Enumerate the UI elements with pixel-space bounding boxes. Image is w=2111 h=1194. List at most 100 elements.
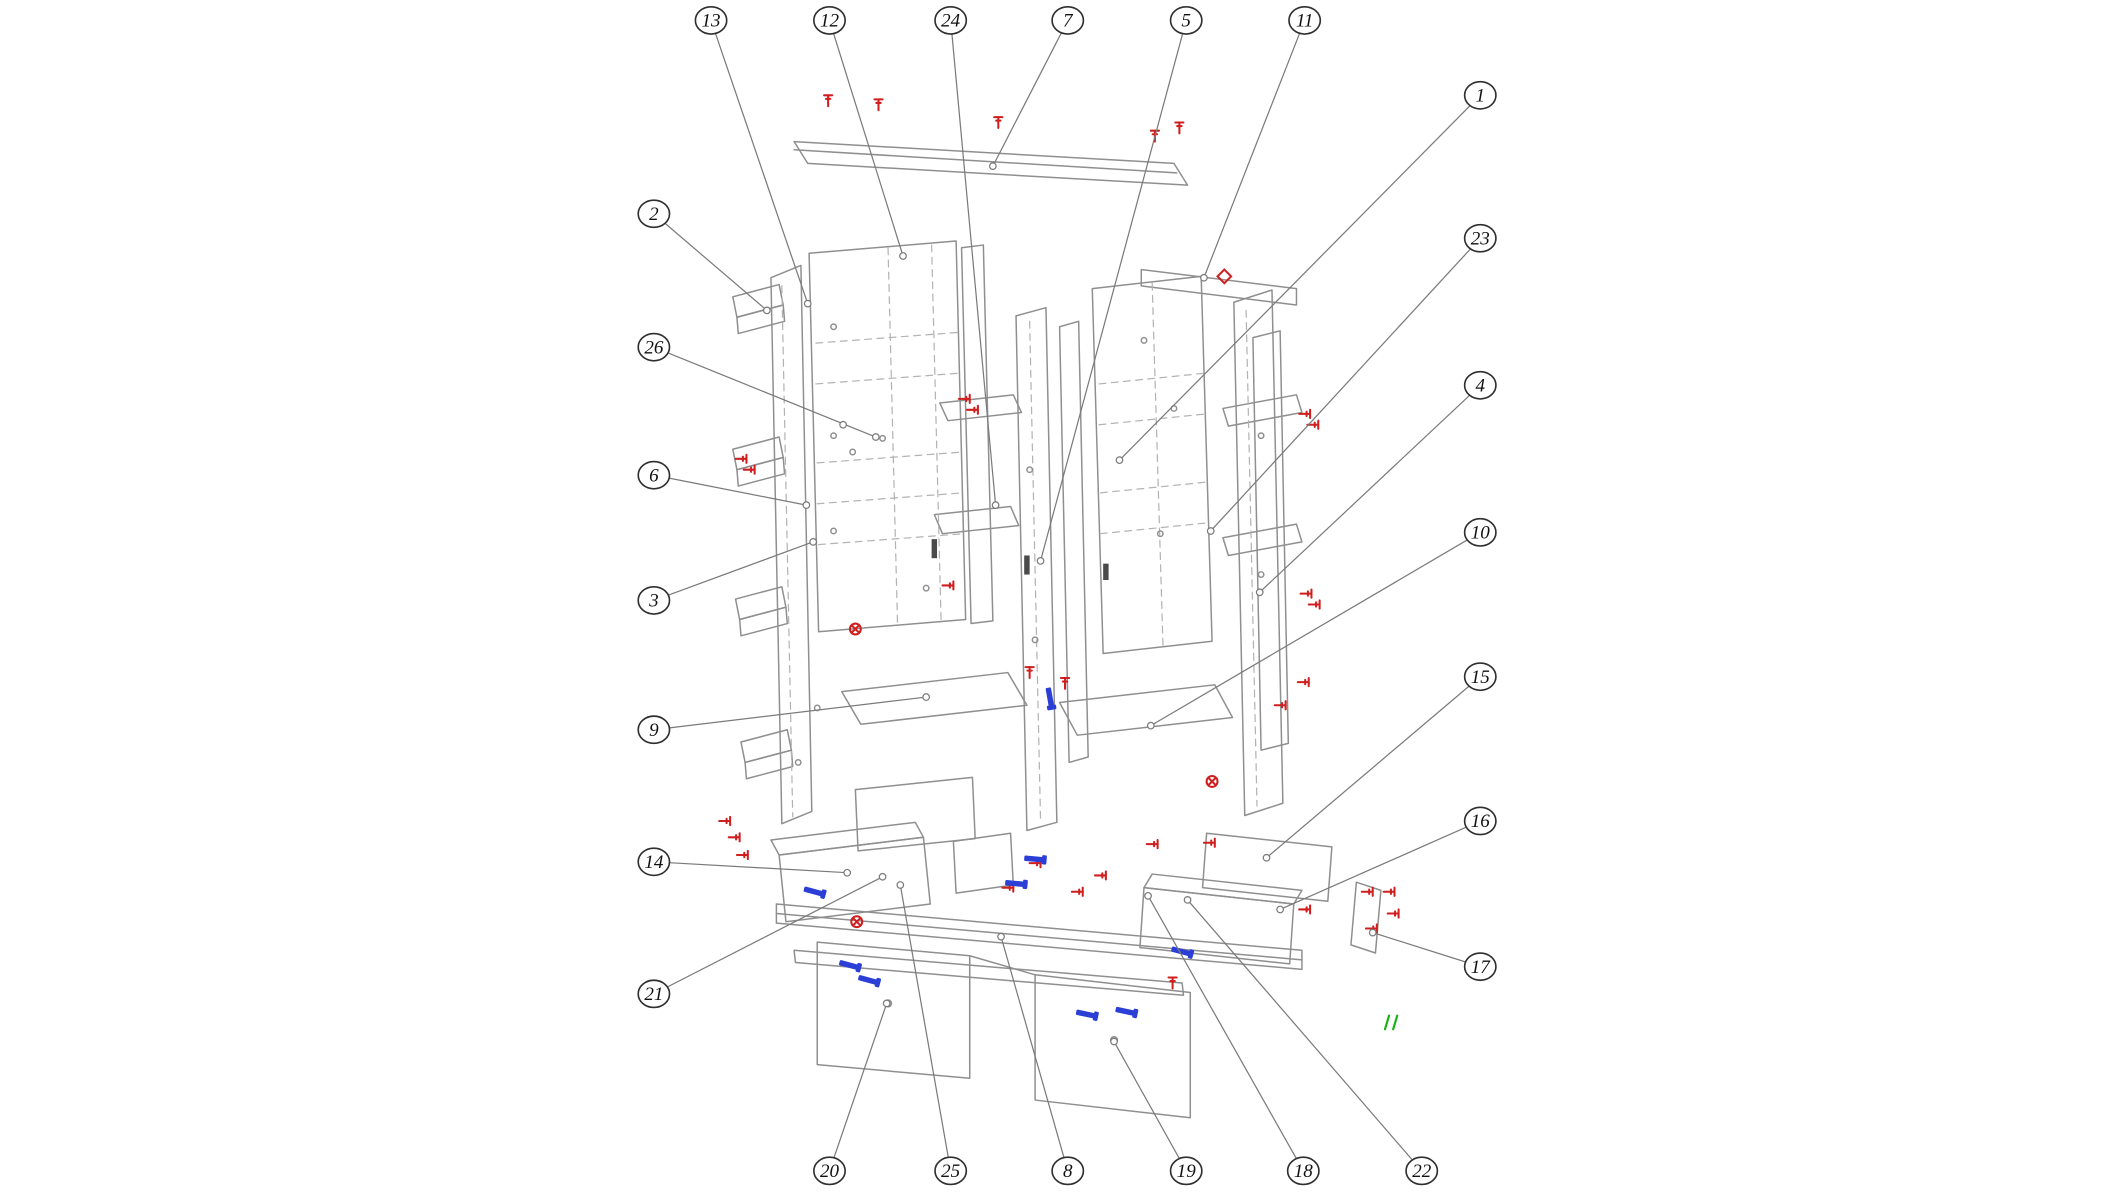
construction-dashed-line: [815, 372, 963, 385]
callout-circle: [637, 332, 671, 362]
leader-target-dot: [839, 420, 847, 429]
furniture-panel: [793, 949, 1185, 996]
drawer-slide-icon: [1024, 855, 1047, 865]
callout-3: 3: [637, 585, 671, 615]
door-handle: [931, 539, 938, 559]
drill-hole-mark: [1156, 530, 1164, 538]
leader-target-dot: [1115, 456, 1124, 465]
furniture-panel: [1222, 394, 1303, 427]
callout-circle: [813, 1156, 846, 1186]
leader-line: [1372, 932, 1481, 968]
drawer-slide-icon: [803, 886, 827, 899]
leader-target-dot: [809, 537, 818, 546]
door-handle: [1103, 563, 1109, 580]
screw-icon: [993, 116, 1004, 129]
callout-9: 9: [637, 715, 671, 745]
green-tick-mark: [1383, 1014, 1391, 1031]
leader-target-dot: [1144, 891, 1152, 900]
panel-edge-line: [775, 912, 1303, 961]
leader-line: [1113, 1041, 1187, 1172]
callout-number: 20: [820, 1161, 840, 1182]
callout-6: 6: [637, 460, 671, 490]
screw-icon: [735, 849, 749, 861]
callout-circle: [1288, 5, 1322, 35]
callout-circle: [813, 5, 846, 35]
construction-dashed-line: [1098, 372, 1208, 385]
leader-target-dot: [762, 306, 771, 315]
furniture-parts: [732, 140, 1382, 1119]
callout-circle: [1051, 1156, 1085, 1186]
furniture-panel: [775, 903, 1303, 971]
furniture-panel: [1350, 881, 1382, 954]
drawer-slide-icon: [839, 960, 862, 973]
drawer-slide-icon: [1075, 1009, 1099, 1021]
leader-target-dot: [871, 433, 880, 441]
fitting-diamond-icon: [1216, 268, 1233, 285]
construction-dashed-line: [1099, 522, 1209, 535]
screw-icon: [1167, 976, 1178, 990]
callout-19: 19: [1169, 1156, 1203, 1186]
leader-line: [1147, 895, 1304, 1172]
callout-number: 3: [648, 591, 659, 612]
construction-dashed-line: [1099, 481, 1209, 494]
callout-number: 9: [649, 720, 659, 741]
callout-circle: [1463, 517, 1497, 547]
leader-target-dot: [1200, 273, 1208, 282]
callout-20: 20: [813, 1156, 846, 1186]
leader-target-dot: [1276, 905, 1285, 914]
screw-icon: [1093, 870, 1107, 881]
furniture-panel: [736, 304, 786, 335]
callout-number: 8: [1063, 1161, 1073, 1182]
panel-edge-line: [793, 149, 1178, 174]
leader-target-dot: [997, 932, 1005, 941]
leader-line: [1266, 676, 1481, 859]
callout-circle: [1051, 5, 1085, 35]
callout-number: 17: [1471, 957, 1492, 978]
leader-target-dot: [1146, 721, 1155, 730]
drill-hole-mark: [849, 448, 857, 456]
leader-target-dot: [899, 252, 907, 260]
callout-circle: [1463, 80, 1497, 110]
leader-lines: [653, 20, 1481, 1172]
door-handle: [1024, 555, 1030, 575]
furniture-panel: [1140, 268, 1298, 306]
callout-number: 24: [941, 11, 961, 32]
callout-circle: [934, 1156, 968, 1186]
furniture-panel: [1143, 873, 1303, 905]
leader-line: [710, 20, 809, 304]
construction-dashed-line: [816, 451, 964, 464]
callout-circle: [637, 979, 671, 1009]
callout-13: 13: [694, 5, 728, 35]
leader-target-dot: [922, 693, 931, 701]
leader-target-dot: [1110, 1037, 1118, 1046]
screw-icon: [727, 832, 741, 843]
callout-number: 10: [1471, 523, 1491, 544]
furniture-panel: [841, 671, 1028, 726]
construction-dashed-line: [817, 533, 965, 546]
leader-target-dot: [988, 162, 997, 170]
leader-target-dot: [1183, 896, 1192, 904]
leader-line: [828, 1003, 888, 1172]
callout-14: 14: [637, 847, 671, 877]
callout-24: 24: [934, 5, 968, 35]
screw-icon: [823, 94, 834, 108]
furniture-panel: [770, 821, 925, 856]
drill-hole-mark: [1140, 336, 1148, 344]
furniture-panel: [960, 244, 994, 625]
callout-number: 6: [649, 465, 659, 486]
green-marks: [1383, 1014, 1399, 1031]
construction-dashed-line: [930, 244, 942, 625]
furniture-panel: [793, 140, 1189, 186]
callout-10: 10: [1463, 517, 1497, 547]
callout-circle: [1463, 370, 1497, 400]
callout-18: 18: [1286, 1156, 1320, 1186]
callout-22: 22: [1405, 1156, 1439, 1186]
construction-dashed-line: [1029, 320, 1042, 821]
screw-icon: [1145, 838, 1159, 850]
furniture-panel: [1058, 320, 1089, 764]
furniture-panel: [778, 836, 931, 923]
screw-icon: [742, 464, 756, 475]
callout-5: 5: [1169, 5, 1203, 35]
callout-number: 13: [702, 11, 721, 32]
